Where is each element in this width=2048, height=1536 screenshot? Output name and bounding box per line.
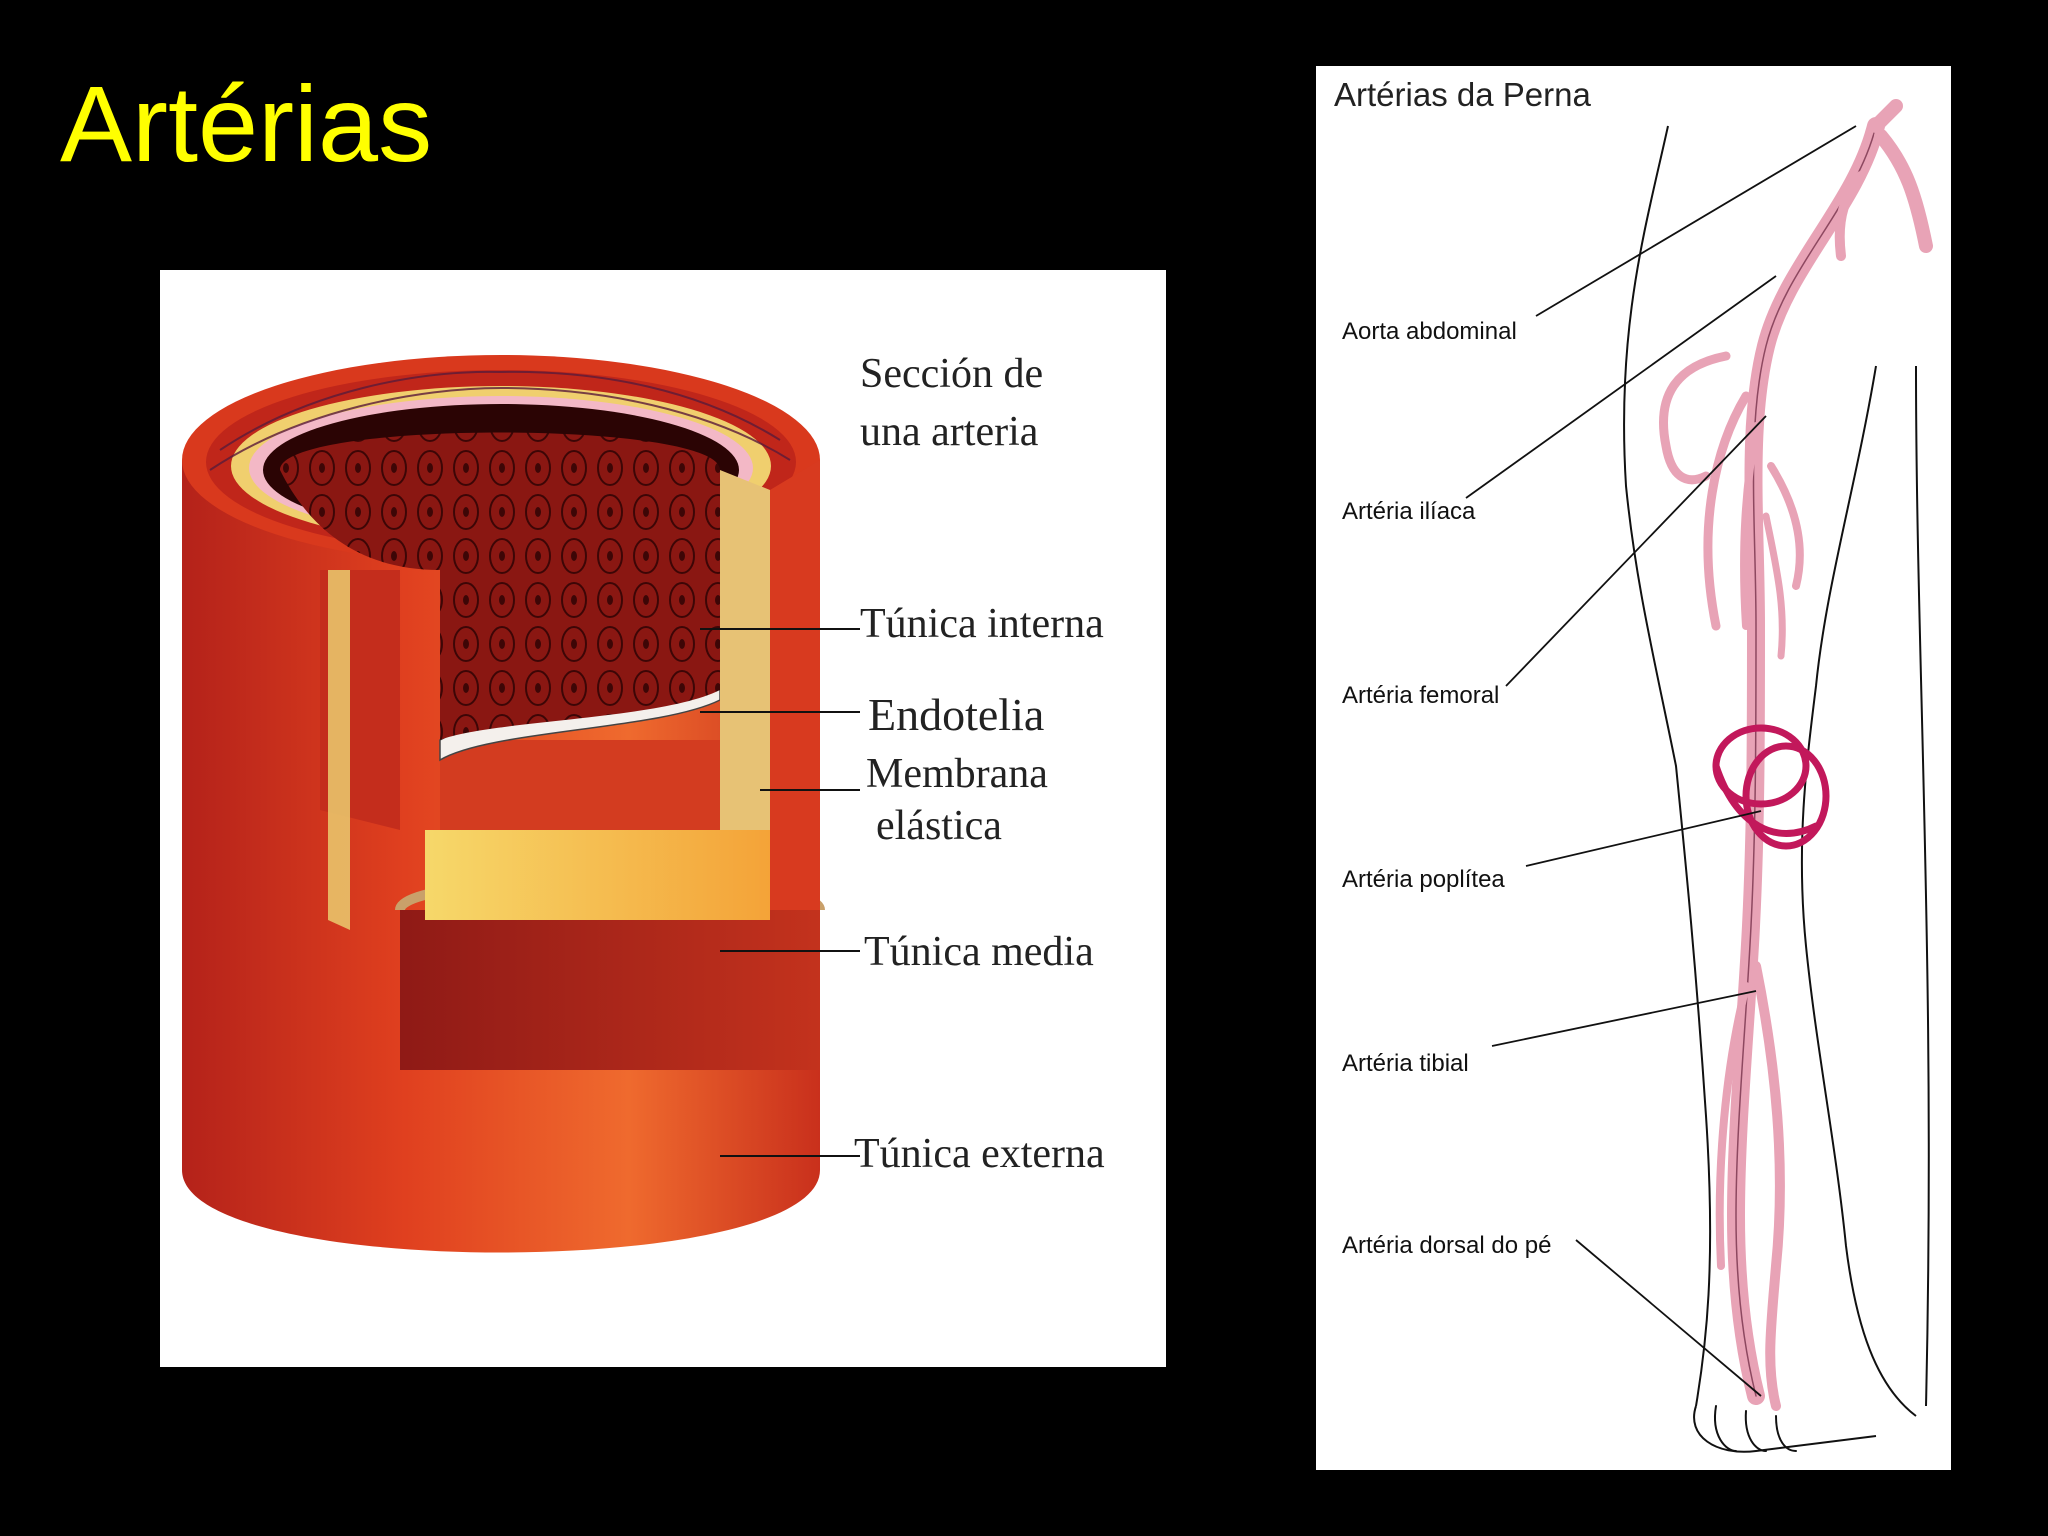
leg-arteries-panel: Artérias da Perna Aorta abdominal Artéri… [1316,66,1951,1470]
leg-diagram-title: Artérias da Perna [1334,76,1591,113]
label-arteria-dorsal-do-pe: Artéria dorsal do pé [1342,1232,1552,1259]
label-tunica-externa: Túnica externa [854,1131,1105,1177]
label-arteria-tibial: Artéria tibial [1342,1050,1469,1077]
leg-illustration [1465,99,1933,1453]
label-tunica-media: Túnica media [864,929,1094,975]
label-aorta-abdominal: Aorta abdominal [1342,318,1517,345]
artery-section-panel: Sección de una arteria Túnica interna En… [160,270,1166,1367]
section-heading-line2: una arteria [860,409,1039,455]
label-tunica-interna: Túnica interna [860,601,1104,647]
label-arteria-femoral: Artéria femoral [1342,682,1500,709]
label-elastica: elástica [876,803,1002,849]
artery-cylinder-illustration [182,355,860,1253]
label-endotelia: Endotelia [868,689,1045,740]
slide-title: Artérias [60,63,433,184]
label-membrana: Membrana [866,751,1048,797]
label-arteria-iliaca: Artéria ilíaca [1342,498,1476,525]
label-arteria-poplitea: Artéria poplítea [1342,866,1505,893]
section-heading-line1: Sección de [860,351,1044,397]
